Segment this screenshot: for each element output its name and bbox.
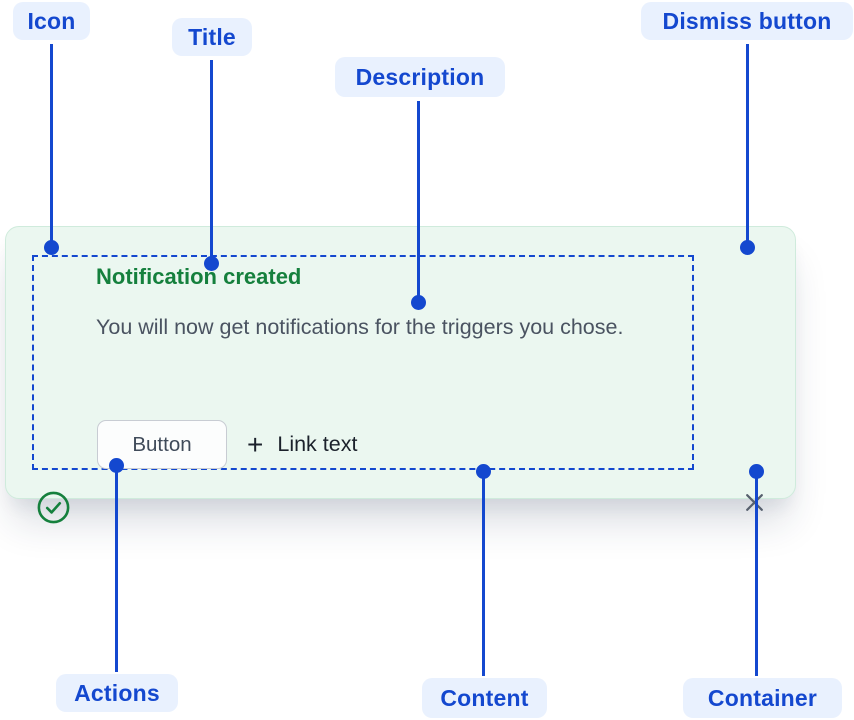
annotation-label-container: Container [683,678,842,718]
annotation-line-content [482,472,485,676]
annotation-label-icon: Icon [13,2,90,40]
annotation-dot-dismiss-button [740,240,755,255]
annotation-line-title [210,60,213,264]
annotation-line-description [417,101,420,303]
annotation-label-actions: Actions [56,674,178,712]
annotation-dot-title [204,256,219,271]
flag-action-link[interactable]: + Link text [247,428,358,460]
annotation-label-dismiss-button: Dismiss button [641,2,853,40]
annotation-line-icon [50,44,53,247]
annotation-line-container [755,472,758,676]
flag-link-label: Link text [277,432,358,456]
annotation-line-actions [115,466,118,672]
annotation-dot-actions [109,458,124,473]
annotation-label-title: Title [172,18,252,56]
annotation-label-content: Content [422,678,547,718]
flag-description: You will now get notifications for the t… [96,315,624,339]
flag-title: Notification created [96,264,302,289]
plus-icon: + [247,428,264,460]
flag-action-button[interactable]: Button [97,420,227,469]
flag-actions-row: Button + Link text [97,420,357,469]
annotation-dot-icon [44,240,59,255]
annotation-label-description: Description [335,57,505,97]
flag-content-region [32,255,694,470]
success-check-icon [37,491,70,524]
close-icon [742,490,767,518]
annotation-dot-content [476,464,491,479]
annotation-dot-description [411,295,426,310]
annotation-dot-container [749,464,764,479]
dismiss-button[interactable] [739,488,770,519]
annotation-line-dismiss-button [746,44,749,248]
